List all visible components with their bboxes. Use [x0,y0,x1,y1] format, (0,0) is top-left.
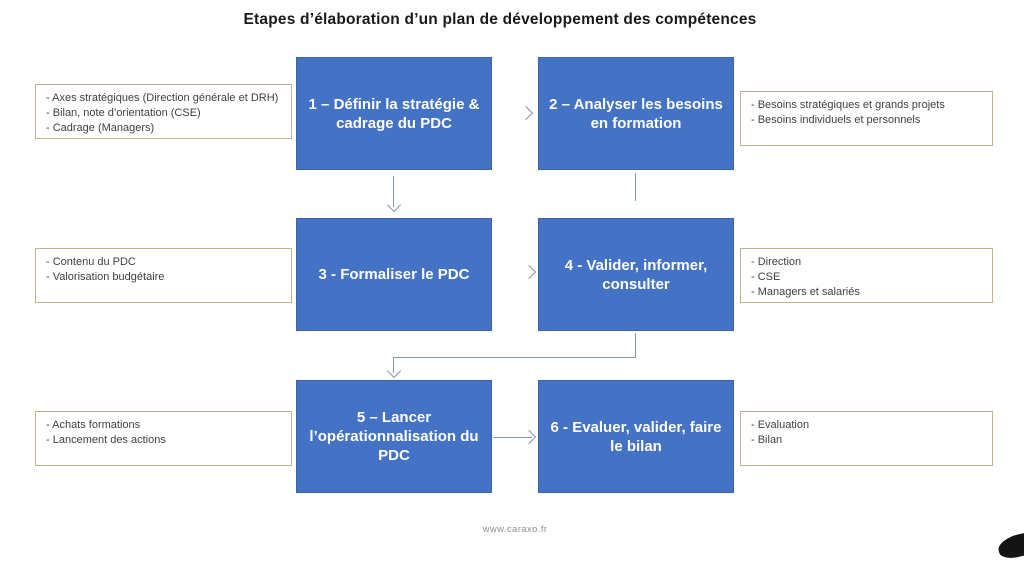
note-box-step-2: - Besoins stratégiques et grands projets… [740,91,993,146]
step-box-5: 5 – Lancer l’opérationnalisation du PDC [296,380,492,493]
step-box-4: 4 - Valider, informer, consulter [538,218,734,331]
step-label-1: 1 – Définir la stratégie & cadrage du PD… [308,95,480,132]
note-line: - CSE [751,271,781,283]
note-box-step-1: - Axes stratégiques (Direction générale … [35,84,292,139]
step-label-2: 2 – Analyser les besoins en formation [549,95,723,132]
note-box-step-6: - Evaluation - Bilan [740,411,993,466]
note-line: - Bilan, note d’orientation (CSE) [46,107,201,119]
step-box-3: 3 - Formaliser le PDC [296,218,492,331]
page-title: Etapes d’élaboration d’un plan de dévelo… [243,11,757,28]
note-line: - Direction [751,256,802,268]
note-line: - Valorisation budgétaire [46,271,165,283]
note-box-step-4: - Direction - CSE - Managers et salariés [740,248,993,303]
note-box-step-3: - Contenu du PDC - Valorisation budgétai… [35,248,292,303]
note-line: - Axes stratégiques (Direction générale … [46,92,279,104]
arrow-right-icon [518,105,534,121]
arrow-right-icon [521,264,537,280]
note-line: - Besoins stratégiques et grands projets [751,99,945,111]
step-label-5: 5 – Lancer l’opérationnalisation du PDC [309,409,479,464]
connector-line [635,173,636,201]
note-line: - Besoins individuels et personnels [751,114,921,126]
note-line: - Contenu du PDC [46,256,136,268]
note-line: - Achats formations [46,419,141,431]
note-line: - Bilan [751,434,783,446]
note-box-step-5: - Achats formations - Lancement des acti… [35,411,292,466]
note-line: - Evaluation [751,419,810,431]
website-url: www.caraxo.fr [482,524,548,535]
step-label-3: 3 - Formaliser le PDC [318,266,470,283]
step-box-6: 6 - Evaluer, valider, faire le bilan [538,380,734,493]
step-label-6: 6 - Evaluer, valider, faire le bilan [550,418,722,455]
connector-line [393,176,394,207]
step-box-2: 2 – Analyser les besoins en formation [538,57,734,170]
arrow-right-icon [521,429,537,445]
arrow-down-icon [386,197,402,213]
connector-line [493,437,532,438]
note-line: - Managers et salariés [751,286,860,298]
connector-line [635,333,636,358]
step-label-4: 4 - Valider, informer, consulter [564,256,708,293]
step-box-1: 1 – Définir la stratégie & cadrage du PD… [296,57,492,170]
note-line: - Cadrage (Managers) [46,122,155,134]
connector-line [393,357,394,373]
connector-line [393,357,636,358]
arrow-down-icon [386,363,402,379]
note-line: - Lancement des actions [46,434,166,446]
